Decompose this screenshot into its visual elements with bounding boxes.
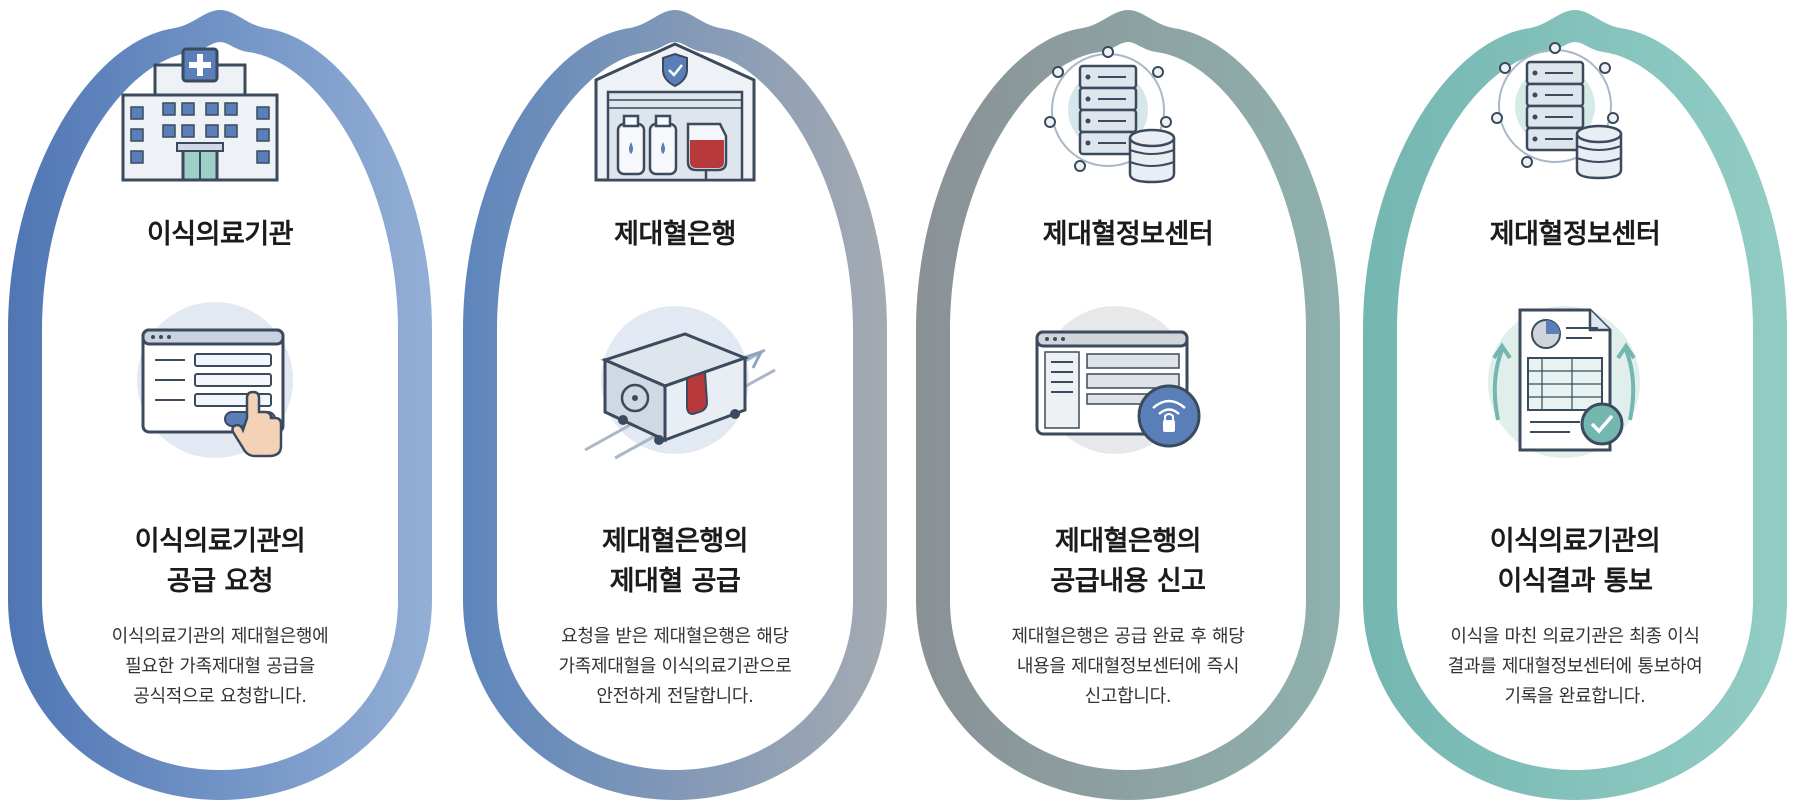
step-title-line: 이식결과 통보 — [1497, 566, 1653, 597]
process-card-hospital-request: 이식의료기관 이식의료기관의 공급 요청 이식의료기관의 제대혈은행에 필요한 … — [0, 0, 440, 810]
request-form-click-icon — [137, 302, 293, 458]
secure-report-screen-icon — [1035, 306, 1201, 454]
step-title-line: 이식의료기관의 — [1489, 526, 1661, 557]
description-line: 신고합니다. — [1084, 686, 1172, 707]
step-title-line: 이식의료기관의 — [134, 526, 306, 557]
description-line: 가족제대혈을 이식의료기관으로 — [558, 656, 792, 677]
organization-label: 이식의료기관 — [146, 219, 294, 250]
step-description: 요청을 받은 제대혈은행은 해당 가족제대혈을 이식의료기관으로 안전하게 전달… — [495, 622, 855, 712]
step-title: 이식의료기관의 공급 요청 — [40, 522, 400, 602]
description-line: 공식적으로 요청합니다. — [133, 686, 307, 707]
server-database-icon — [1044, 46, 1176, 184]
result-document-check-icon — [1488, 306, 1640, 458]
step-title: 제대혈은행의 공급내용 신고 — [948, 522, 1308, 602]
description-line: 이식의료기관의 제대혈은행에 — [111, 626, 329, 647]
server-database-icon — [1491, 42, 1623, 180]
step-description: 제대혈은행은 공급 완료 후 해당 내용을 제대혈정보센터에 즉시 신고합니다. — [948, 622, 1308, 712]
step-title-line: 공급 요청 — [166, 566, 274, 597]
step-title-line: 제대혈은행의 — [1054, 526, 1202, 557]
step-title: 제대혈은행의 제대혈 공급 — [495, 522, 855, 602]
description-line: 이식을 마친 의료기관은 최종 이식 — [1450, 626, 1700, 647]
hospital-icon — [121, 47, 279, 182]
step-title-line: 제대혈 공급 — [609, 566, 741, 597]
cord-blood-bank-icon — [594, 42, 756, 182]
step-title-line: 공급내용 신고 — [1050, 566, 1206, 597]
organization-label: 제대혈정보센터 — [1042, 219, 1214, 250]
description-line: 제대혈은행은 공급 완료 후 해당 — [1011, 626, 1245, 647]
process-card-report-supply: 제대혈정보센터 제대혈은행의 공급내용 신고 제대혈은행은 공급 완료 후 해당… — [908, 0, 1348, 810]
description-line: 결과를 제대혈정보센터에 통보하여 — [1447, 656, 1703, 677]
process-card-bank-supply: 제대혈은행 제대혈은행의 제대혈 공급 요청을 받은 제대혈은행은 해당 가족제… — [455, 0, 895, 810]
description-line: 기록을 완료합니다. — [1504, 686, 1646, 707]
transport-container-icon — [584, 306, 776, 460]
description-line: 안전하게 전달합니다. — [596, 686, 754, 707]
description-line: 내용을 제대혈정보센터에 즉시 — [1016, 656, 1240, 677]
step-description: 이식을 마친 의료기관은 최종 이식 결과를 제대혈정보센터에 통보하여 기록을… — [1395, 622, 1755, 712]
description-line: 요청을 받은 제대혈은행은 해당 — [561, 626, 789, 647]
step-title-line: 제대혈은행의 — [601, 526, 749, 557]
organization-label: 제대혈정보센터 — [1489, 219, 1661, 250]
step-title: 이식의료기관의 이식결과 통보 — [1395, 522, 1755, 602]
organization-label: 제대혈은행 — [614, 219, 736, 250]
step-description: 이식의료기관의 제대혈은행에 필요한 가족제대혈 공급을 공식적으로 요청합니다… — [40, 622, 400, 712]
description-line: 필요한 가족제대혈 공급을 — [125, 656, 315, 677]
process-card-result-notice: 제대혈정보센터 이식의료기관의 이식결과 통보 — [1355, 0, 1795, 810]
